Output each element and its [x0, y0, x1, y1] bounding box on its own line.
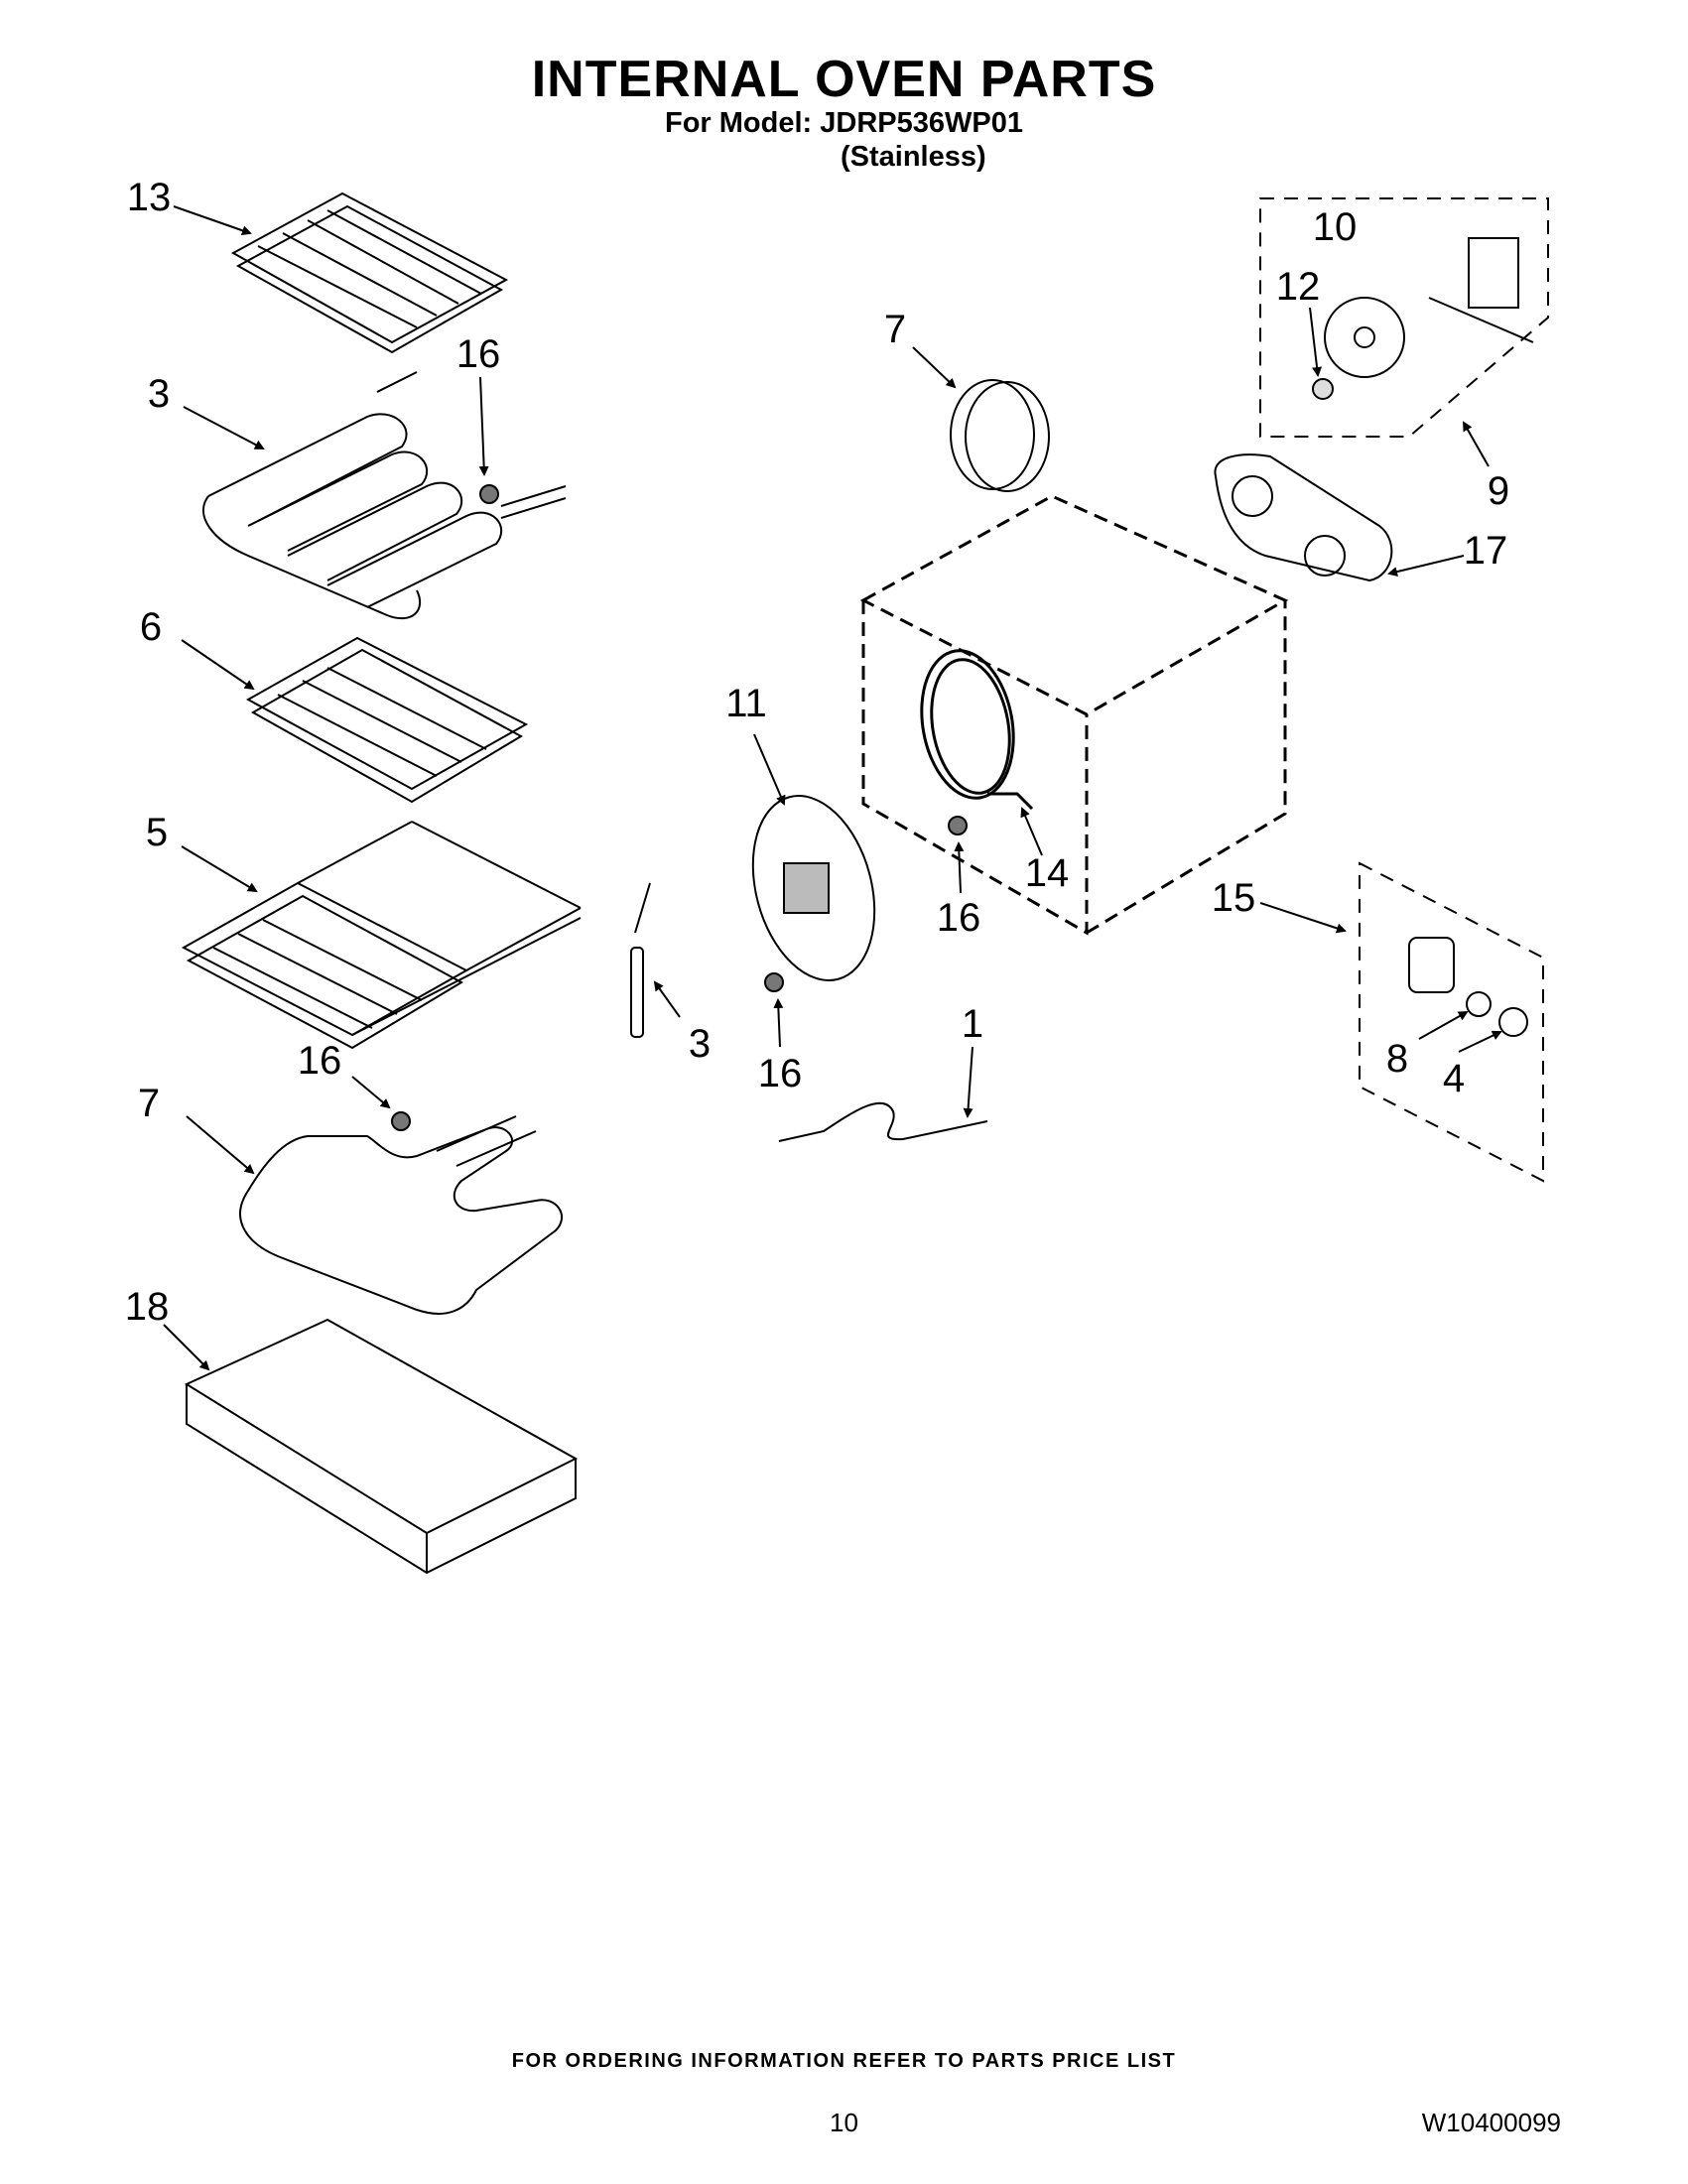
- callout-16-convection: 16: [937, 896, 981, 940]
- oven-rack-middle: [245, 636, 529, 804]
- callout-3-sensor: 3: [689, 1022, 711, 1066]
- rollout-rack: [181, 821, 582, 1050]
- callout-7-disc: 7: [884, 308, 906, 351]
- callout-16-element: 16: [456, 332, 501, 376]
- convection-element: [920, 649, 1034, 811]
- document-number: W10400099: [1421, 2108, 1561, 2137]
- callout-9: 9: [1488, 469, 1509, 513]
- callout-7-bake: 7: [138, 1082, 160, 1125]
- callout-12: 12: [1276, 265, 1321, 309]
- callout-13: 13: [127, 176, 172, 219]
- element-screw-16c: [948, 816, 968, 835]
- callout-18: 18: [125, 1285, 170, 1329]
- page-number: 10: [830, 2108, 858, 2137]
- callout-1: 1: [962, 1002, 983, 1046]
- drip-tray: [184, 1318, 579, 1575]
- callout-10: 10: [1313, 205, 1358, 249]
- element-screw-16a: [479, 484, 499, 504]
- convection-fan-cover: [751, 795, 876, 981]
- callout-4: 4: [1443, 1057, 1465, 1100]
- callout-11: 11: [725, 682, 767, 725]
- callout-3-element: 3: [148, 372, 170, 416]
- model-line: For Model: JDRP536WP01: [665, 107, 1023, 139]
- callout-16-cover: 16: [758, 1052, 803, 1095]
- oven-rack-top: [230, 192, 509, 354]
- callout-8: 8: [1386, 1037, 1408, 1081]
- callout-17: 17: [1464, 529, 1508, 573]
- temperature-sensor: [630, 882, 651, 1038]
- bake-element-screw-16b: [391, 1111, 411, 1131]
- callout-5: 5: [146, 811, 168, 854]
- bake-element: [239, 1115, 563, 1315]
- callout-15: 15: [1212, 876, 1256, 920]
- page-title: INTERNAL OVEN PARTS: [531, 51, 1157, 108]
- callout-16-bake: 16: [298, 1039, 342, 1083]
- light-assembly: [1359, 861, 1544, 1183]
- rear-fan-panel: [1214, 453, 1393, 582]
- oven-cavity: [859, 494, 1289, 936]
- convection-baffle-disc: [950, 379, 1050, 492]
- fan-motor-assembly: [1259, 197, 1549, 438]
- ordering-note: FOR ORDERING INFORMATION REFER TO PARTS …: [511, 2050, 1177, 2072]
- finish-label: (Stainless): [841, 141, 986, 173]
- callout-14: 14: [1025, 851, 1070, 895]
- callout-6: 6: [140, 605, 162, 649]
- callout-arrows: [163, 205, 1502, 1371]
- fan-cover-screw-16d: [764, 972, 784, 992]
- broil-element: [202, 371, 567, 620]
- meat-probe: [778, 1101, 988, 1142]
